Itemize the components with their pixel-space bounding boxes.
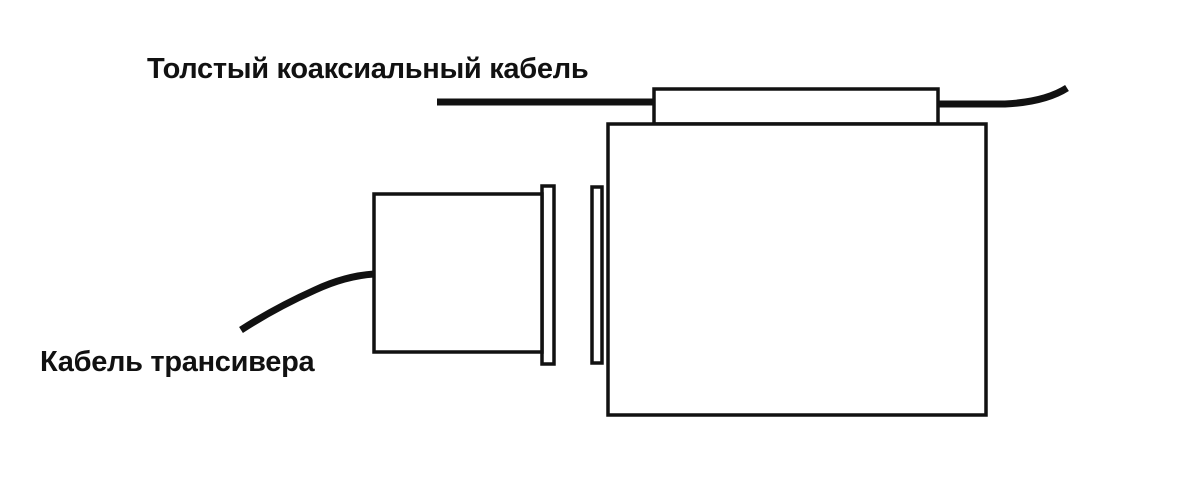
thick-coax-cable-label: Толстый коаксиальный кабель bbox=[147, 53, 589, 85]
transceiver-cable bbox=[239, 270, 375, 333]
plug-connector-body bbox=[372, 192, 544, 354]
coax-clamp bbox=[652, 87, 940, 126]
transceiver-cable-label: Кабель трансивера bbox=[40, 346, 315, 378]
plug-connector-flange bbox=[540, 184, 556, 366]
transceiver-body bbox=[606, 122, 988, 417]
transceiver-connector-flange bbox=[590, 185, 604, 365]
coax-cable-right bbox=[938, 84, 1069, 108]
